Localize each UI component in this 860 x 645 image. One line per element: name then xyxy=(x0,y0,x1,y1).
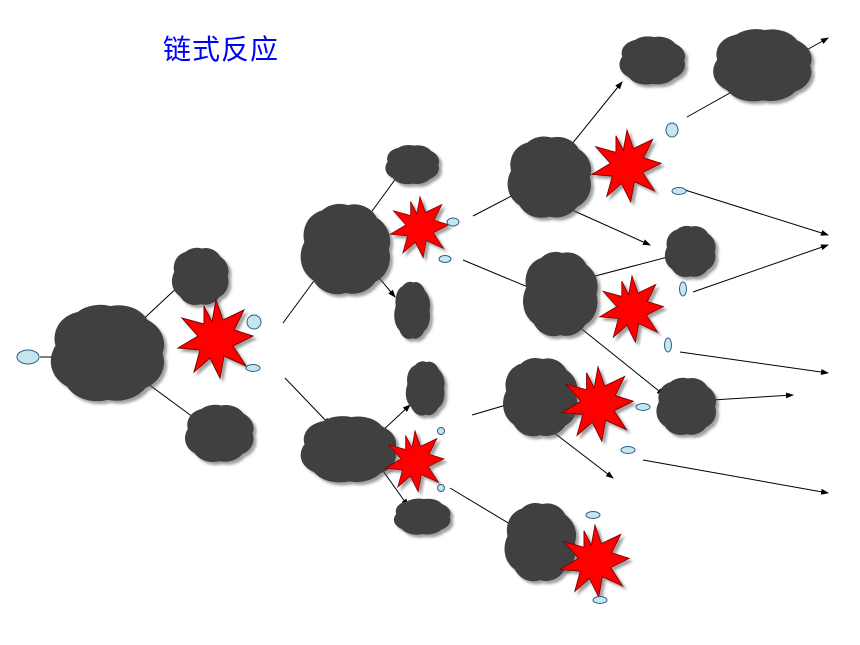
neutron-icon xyxy=(620,446,636,454)
fission-burst-icon xyxy=(598,274,665,344)
fission-burst-icon xyxy=(590,128,663,204)
page-title: 链式反应 xyxy=(163,33,280,66)
nucleus-icon xyxy=(524,153,574,202)
neutron-icon xyxy=(446,217,460,227)
nucleus-icon xyxy=(675,236,705,267)
fission-burst-icon xyxy=(558,523,631,599)
neutron-icon xyxy=(592,596,608,604)
neutron-icon xyxy=(665,122,679,138)
neutrons xyxy=(16,122,687,604)
neutron-icon xyxy=(245,364,261,372)
nucleus-icon xyxy=(320,429,377,469)
neutron-icon xyxy=(246,314,262,330)
nucleus-icon xyxy=(538,269,583,320)
nucleus-icon xyxy=(396,153,428,177)
neutron-icon xyxy=(671,187,687,195)
nucleus-icon xyxy=(319,222,372,276)
nuclei xyxy=(74,43,792,565)
nucleus-icon xyxy=(519,519,562,566)
nucleus-icon xyxy=(74,324,142,382)
neutron-icon xyxy=(635,403,651,411)
neutron-icon xyxy=(438,255,452,263)
nucleus-icon xyxy=(199,416,240,450)
fission-bursts xyxy=(176,128,665,599)
neutron-icon xyxy=(679,281,687,297)
fission-burst-icon xyxy=(560,365,635,443)
fission-burst-icon xyxy=(176,298,255,380)
neutron-icon xyxy=(585,511,601,519)
neutron-icon xyxy=(16,349,40,365)
nucleus-icon xyxy=(633,46,672,75)
neutron-icon xyxy=(664,337,672,353)
nucleus-icon xyxy=(518,374,563,421)
nucleus-icon xyxy=(183,259,217,293)
nucleus-icon xyxy=(668,389,704,423)
nucleus-icon xyxy=(414,372,437,405)
fission-burst-icon xyxy=(389,195,450,259)
nucleus-icon xyxy=(733,43,792,86)
neutron-icon xyxy=(437,484,445,492)
neutron-icon xyxy=(437,427,445,435)
nucleus-icon xyxy=(405,506,439,528)
fission-burst-icon xyxy=(384,429,445,493)
nucleus-icon xyxy=(401,293,422,327)
